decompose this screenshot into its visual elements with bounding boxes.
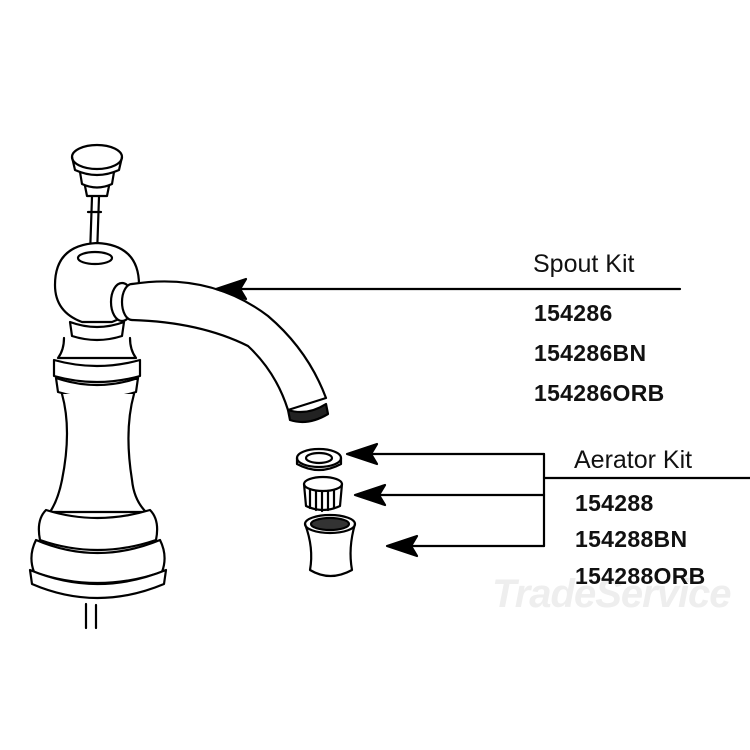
- aerator-insert: [302, 475, 344, 513]
- aerator-kit-part-number: 154288BN: [575, 526, 688, 552]
- watermark-logo: TradeService: [492, 572, 732, 616]
- spout-kit-title: Spout Kit: [533, 250, 635, 278]
- aerator-kit-title: Aerator Kit: [574, 446, 693, 474]
- aerator-kit-callout-arrows: [345, 442, 750, 558]
- spout-kit-part-number: 154286: [534, 300, 613, 326]
- aerator-kit-part-number: 154288ORB: [575, 563, 706, 589]
- spout-kit-part-number: 154286BN: [534, 340, 647, 366]
- aerator-kit-part-number: 154288: [575, 490, 654, 516]
- lift-rod-knob: [70, 143, 124, 198]
- spout: [109, 280, 330, 424]
- spout-kit-part-number: 154286ORB: [534, 380, 665, 406]
- aerator-washer: [295, 447, 343, 472]
- aerator-housing: [303, 513, 357, 578]
- spout-kit-callout-arrow: [214, 277, 682, 301]
